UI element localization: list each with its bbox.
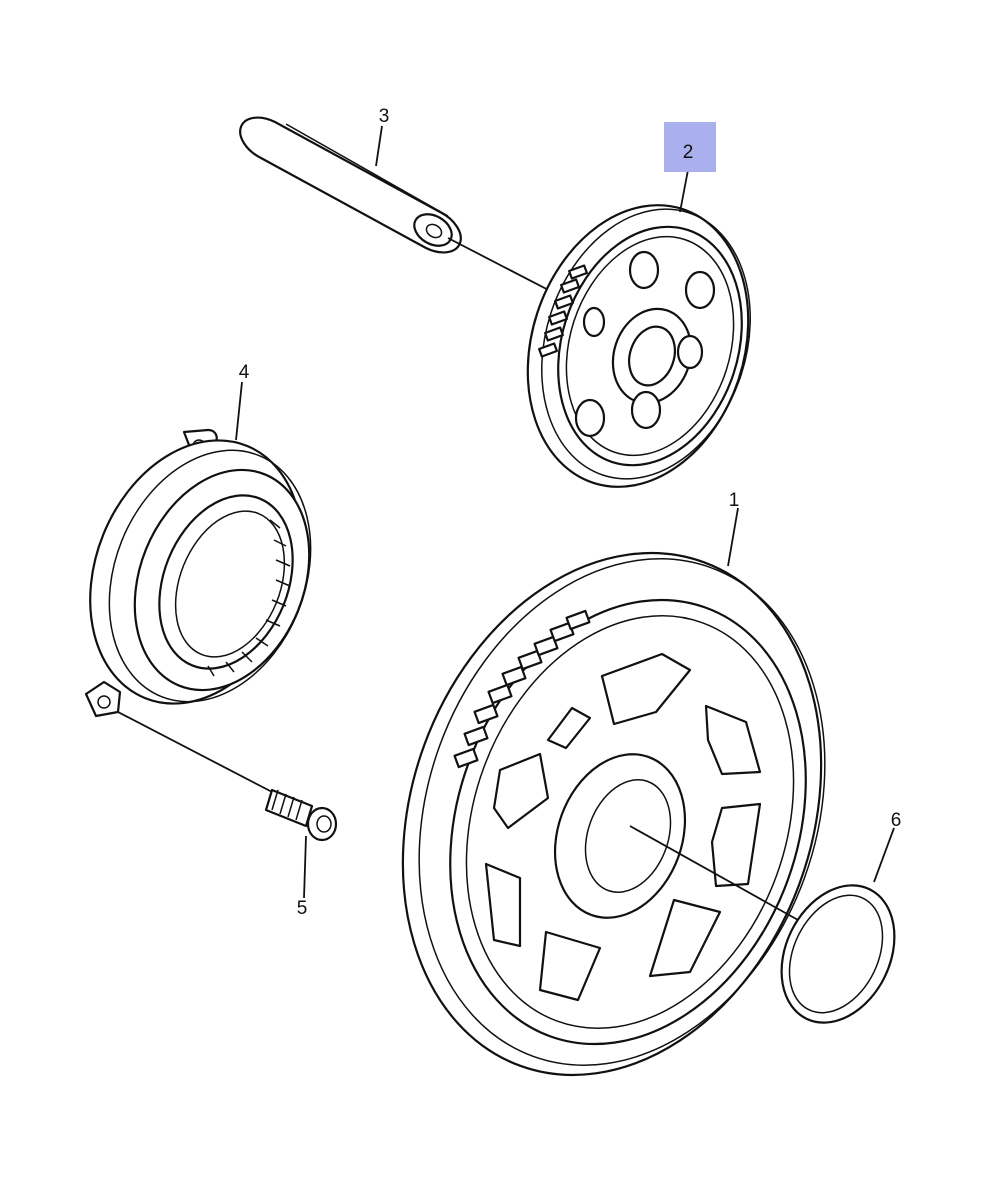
callout-1[interactable]: 1 (729, 490, 740, 511)
axis-line-1-6 (629, 825, 799, 921)
part-5-bolt[interactable] (264, 788, 338, 842)
callout-3[interactable]: 3 (379, 106, 390, 127)
axis-line-4-5 (117, 711, 277, 795)
leader-1 (727, 507, 739, 567)
leader-2 (679, 169, 689, 213)
bearing-rollers (207, 519, 291, 677)
leader-3 (375, 125, 383, 167)
callout-5[interactable]: 5 (297, 898, 308, 919)
callout-4[interactable]: 4 (239, 362, 250, 383)
part-3-shaft[interactable] (239, 116, 462, 254)
axis-line-3-2 (447, 237, 561, 297)
part-1-large-gear[interactable] (332, 494, 893, 1134)
part-4-bearing-housing[interactable] (52, 408, 346, 735)
gear-1-teeth (453, 609, 591, 769)
leader-6 (873, 827, 895, 883)
callout-6[interactable]: 6 (891, 810, 902, 831)
leader-5 (303, 835, 307, 899)
gear-2-teeth (538, 264, 588, 358)
callout-2[interactable]: 2 (683, 142, 694, 163)
callout-2-highlight (664, 122, 716, 172)
leader-4 (235, 381, 243, 441)
part-6-ring[interactable] (760, 866, 917, 1041)
part-2-gear[interactable] (493, 176, 784, 515)
